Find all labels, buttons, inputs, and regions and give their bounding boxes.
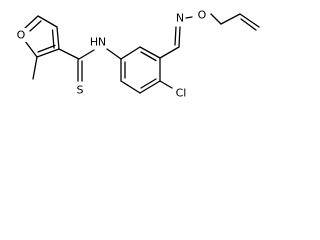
oxime-nitrogen-label: N [176, 12, 184, 25]
bond-ph4-ph5-double [140, 78, 157, 89]
chlorine-label: Cl [176, 87, 187, 100]
furan-ring [24, 15, 60, 58]
bond-ch2-ch [220, 13, 241, 25]
bond-c3-c4 [56, 26, 60, 50]
bond-ph4-cl [159, 80, 173, 89]
molecule-structure: O H N S Cl N O [15, 9, 260, 100]
bond-ch-ch2-terminal [239, 13, 260, 28]
bond-c4-c5 [37, 15, 58, 28]
bond-ch-n [178, 26, 181, 48]
bond-ch-ch2-terminal-double [240, 18, 257, 31]
atom-label-chlorine: Cl [176, 87, 187, 100]
bond-c5-o1 [24, 15, 39, 29]
bond-c2-c3 [36, 48, 60, 58]
bond-thiocarbon-n [78, 49, 95, 60]
bond-ph3-ch [159, 46, 180, 59]
phenyl-ring [120, 46, 161, 94]
bond-c3-c4-double [51, 29, 55, 49]
bond-c3-thiocarbon [58, 48, 80, 60]
atom-label-sulfur: S [77, 84, 84, 97]
bond-ph2-ph3 [139, 46, 161, 59]
bond-n-o [185, 16, 193, 19]
oxime-oxygen-label: O [198, 9, 207, 22]
amide-nitrogen-label: N [98, 36, 106, 49]
bond-c5-o1-double [29, 20, 42, 32]
atom-label-oxime-oxygen: O [198, 9, 207, 22]
atom-label-amide-nh: H N [90, 36, 106, 49]
bond-ph4-ph5 [139, 80, 161, 94]
bond-methyl [32, 56, 38, 80]
bond-o1-c2 [24, 40, 38, 58]
bond-ph2-ph3-double [140, 51, 157, 62]
bond-n-phenyl [106, 48, 122, 60]
thione-sulfur-label: S [77, 84, 84, 97]
atom-label-furan-oxygen: O [15, 28, 27, 42]
bond-o-ch2 [210, 13, 222, 25]
bond-ch-n-double [174, 26, 177, 46]
bond-ph1-ph2 [120, 46, 141, 60]
bond-c2-c3-double [37, 44, 56, 53]
atom-label-oxime-nitrogen: N [176, 12, 184, 25]
amide-hydrogen-label: H [90, 36, 98, 49]
furan-oxygen-label: O [17, 29, 26, 42]
bond-ph5-ph6 [120, 80, 141, 94]
